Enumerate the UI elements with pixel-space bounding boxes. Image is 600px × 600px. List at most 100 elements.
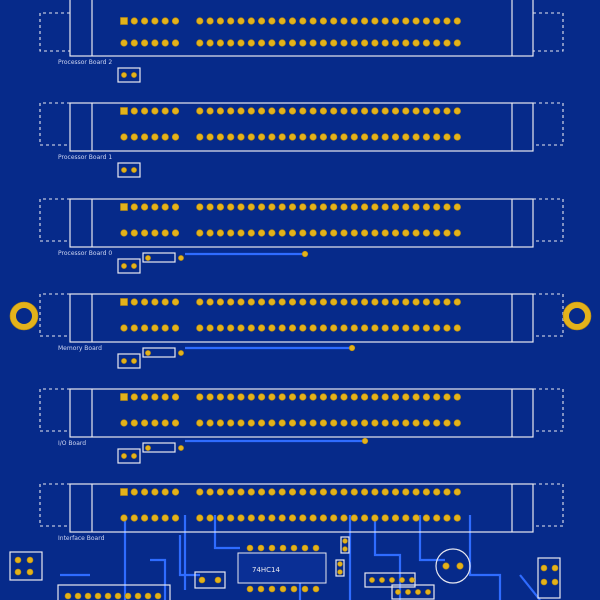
pin <box>340 133 348 141</box>
pin <box>319 133 328 141</box>
pin <box>412 488 420 496</box>
pin <box>141 488 149 496</box>
pin <box>278 514 286 522</box>
pin <box>309 419 317 427</box>
pin <box>422 488 431 496</box>
oscillator-pin <box>198 576 206 584</box>
bracket-left <box>39 198 70 242</box>
pin <box>391 514 400 522</box>
pin <box>433 419 441 427</box>
right-connector-pin <box>540 578 548 586</box>
ic-pin <box>257 544 265 552</box>
pin <box>268 107 276 115</box>
pin <box>381 324 389 332</box>
pin <box>278 324 286 332</box>
pin <box>227 324 235 332</box>
pin <box>161 133 169 141</box>
pin <box>237 133 245 141</box>
pin <box>443 17 451 25</box>
bracket-left <box>39 293 70 337</box>
pin <box>247 324 255 332</box>
pin <box>247 133 255 141</box>
pin <box>247 203 255 211</box>
pin <box>330 324 338 332</box>
power-header <box>9 551 43 581</box>
pin <box>171 107 180 115</box>
pin <box>141 133 149 141</box>
pin <box>443 298 451 306</box>
trace-11 <box>178 535 200 577</box>
via-0 <box>301 250 309 258</box>
pin <box>151 393 159 401</box>
pin <box>453 229 461 237</box>
pin <box>361 107 369 115</box>
pin <box>237 107 245 115</box>
pin <box>288 393 297 401</box>
pin <box>330 298 338 306</box>
pin <box>161 39 169 47</box>
pin <box>433 133 441 141</box>
pin <box>151 17 159 25</box>
pin <box>227 39 235 47</box>
pin <box>433 488 441 496</box>
pin <box>330 419 338 427</box>
pin <box>196 419 204 427</box>
pin <box>278 488 286 496</box>
right-connector-pin <box>551 578 559 586</box>
resistor-array-outline <box>391 584 435 600</box>
cap-pad <box>337 569 343 575</box>
pin <box>288 419 297 427</box>
slot-outline <box>69 388 534 438</box>
pin <box>130 229 138 237</box>
resistor-array <box>391 584 435 600</box>
pin <box>433 229 441 237</box>
pin <box>227 229 235 237</box>
pin <box>171 419 180 427</box>
ic-outline <box>237 552 327 584</box>
pin <box>381 107 389 115</box>
pin <box>402 107 410 115</box>
pin <box>412 133 420 141</box>
pin <box>120 229 128 237</box>
pin <box>237 514 245 522</box>
pin-1 <box>120 107 128 115</box>
pin <box>151 488 159 496</box>
pin <box>299 514 307 522</box>
pin <box>309 39 317 47</box>
pin <box>350 324 358 332</box>
pin <box>319 324 328 332</box>
pin <box>196 393 204 401</box>
pin <box>206 419 214 427</box>
pin <box>361 419 369 427</box>
pin <box>299 324 307 332</box>
ic-pin <box>279 585 287 593</box>
pin <box>268 17 276 25</box>
pin <box>288 107 297 115</box>
pin <box>247 17 255 25</box>
pin <box>288 298 297 306</box>
pin <box>361 39 369 47</box>
pin <box>412 298 420 306</box>
pin <box>350 419 358 427</box>
pin <box>130 393 138 401</box>
pin <box>371 393 379 401</box>
resistor-network-pin <box>389 577 395 583</box>
pin <box>278 107 286 115</box>
pin <box>141 39 149 47</box>
pin <box>453 17 461 25</box>
pin <box>371 17 379 25</box>
pin <box>141 298 149 306</box>
res-pad <box>145 350 151 356</box>
pin <box>161 298 169 306</box>
ic-pin <box>268 585 276 593</box>
pin <box>309 324 317 332</box>
pin <box>443 393 451 401</box>
pin <box>288 39 297 47</box>
pin <box>453 514 461 522</box>
pin <box>319 39 328 47</box>
pin <box>216 107 224 115</box>
pin <box>330 488 338 496</box>
slot-label: I/O Board <box>58 440 86 447</box>
pin <box>330 203 338 211</box>
